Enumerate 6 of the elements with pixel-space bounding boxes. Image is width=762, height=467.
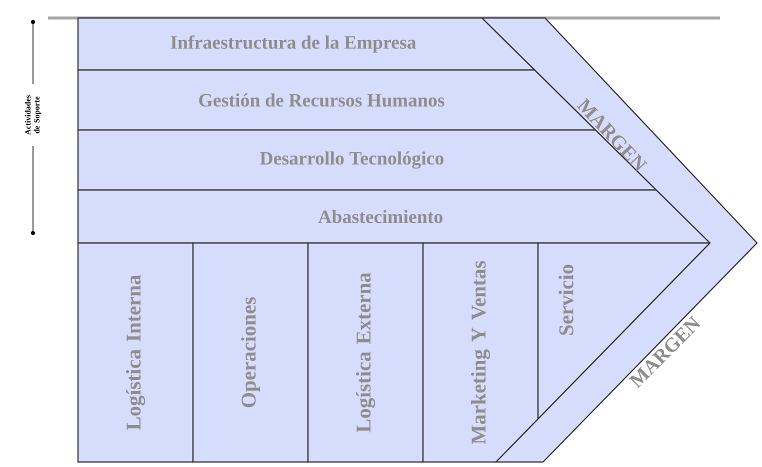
primary-activity-box: Logística Interna: [77, 242, 194, 463]
support-activity-band: Abastecimiento: [77, 189, 712, 244]
support-activity-band: Infraestructura de la Empresa: [77, 17, 536, 71]
primary-activity-box: Logística Externa: [307, 242, 424, 463]
primary-activity-box: Marketing Y Ventas: [422, 242, 539, 463]
primary-activity-box: Operaciones: [192, 242, 309, 463]
